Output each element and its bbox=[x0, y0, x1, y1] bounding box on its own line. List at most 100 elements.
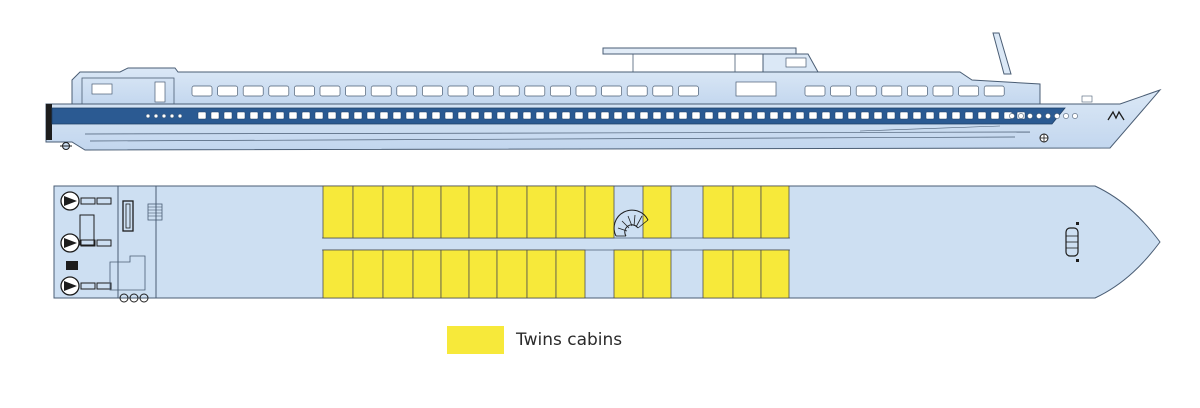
porthole bbox=[1072, 113, 1078, 119]
window bbox=[652, 85, 674, 97]
window bbox=[574, 111, 584, 120]
window bbox=[396, 85, 418, 97]
upper-deck-windows bbox=[191, 85, 1005, 97]
twin-cabin bbox=[412, 249, 442, 299]
window bbox=[678, 85, 699, 97]
engine-icon bbox=[60, 233, 112, 253]
twin-cabin bbox=[412, 185, 442, 239]
legend: Twins cabins bbox=[447, 326, 622, 354]
porthole bbox=[1054, 113, 1060, 119]
window bbox=[821, 111, 831, 120]
main-deck-windows bbox=[197, 111, 1026, 120]
window bbox=[626, 85, 648, 97]
porthole bbox=[177, 113, 183, 119]
window bbox=[217, 85, 238, 97]
window bbox=[197, 111, 207, 120]
bow-portholes bbox=[1009, 113, 1078, 119]
window bbox=[275, 111, 285, 120]
legend-label-twin: Twins cabins bbox=[516, 330, 623, 350]
window bbox=[925, 111, 935, 120]
twin-cabin bbox=[555, 249, 586, 299]
window bbox=[717, 111, 727, 120]
tank-circles bbox=[119, 293, 149, 303]
twin-cabin bbox=[613, 249, 644, 299]
engine-room bbox=[60, 191, 112, 296]
window bbox=[405, 111, 415, 120]
window bbox=[447, 85, 469, 97]
window bbox=[327, 111, 337, 120]
twin-cabin bbox=[322, 185, 354, 239]
window bbox=[834, 111, 844, 120]
window bbox=[652, 111, 662, 120]
window bbox=[873, 111, 883, 120]
porthole bbox=[153, 113, 159, 119]
twin-cabin bbox=[732, 185, 762, 239]
twin-cabin bbox=[760, 185, 790, 239]
engine-icon bbox=[60, 276, 112, 296]
twin-cabin bbox=[468, 185, 498, 239]
sun-deck-awning bbox=[602, 47, 797, 55]
twin-cabin bbox=[642, 249, 672, 299]
twin-cabin bbox=[526, 185, 557, 239]
porthole bbox=[1063, 113, 1069, 119]
window bbox=[496, 111, 506, 120]
window bbox=[912, 111, 922, 120]
porthole bbox=[1009, 113, 1015, 119]
window bbox=[932, 85, 954, 97]
window bbox=[210, 111, 220, 120]
window bbox=[899, 111, 909, 120]
window bbox=[345, 85, 366, 97]
anchor-mark-icon bbox=[1039, 133, 1049, 143]
window bbox=[808, 111, 818, 120]
window bbox=[418, 111, 428, 120]
window bbox=[509, 111, 519, 120]
window bbox=[366, 111, 376, 120]
window bbox=[524, 85, 546, 97]
window bbox=[600, 111, 610, 120]
legend-swatch-twin bbox=[447, 326, 504, 354]
window bbox=[907, 85, 928, 97]
window bbox=[262, 111, 272, 120]
twin-cabin bbox=[584, 185, 615, 239]
window bbox=[958, 85, 979, 97]
twin-cabin bbox=[468, 249, 498, 299]
porthole bbox=[145, 113, 151, 119]
window bbox=[379, 111, 389, 120]
window bbox=[691, 111, 701, 120]
window bbox=[340, 111, 350, 120]
twin-cabin bbox=[526, 249, 557, 299]
window bbox=[392, 111, 402, 120]
window bbox=[191, 85, 213, 97]
window bbox=[314, 111, 324, 120]
window bbox=[236, 111, 246, 120]
twin-cabins bbox=[322, 185, 790, 299]
propeller-icon bbox=[60, 142, 72, 150]
window bbox=[964, 111, 974, 120]
twin-cabin bbox=[642, 185, 672, 239]
window bbox=[587, 111, 597, 120]
porthole bbox=[1018, 113, 1024, 119]
deck-plan bbox=[53, 185, 1161, 303]
window bbox=[613, 111, 623, 120]
window bbox=[483, 111, 493, 120]
window bbox=[522, 111, 532, 120]
twin-cabin bbox=[322, 249, 354, 299]
ship-emblem-icon bbox=[1107, 110, 1125, 121]
window bbox=[990, 111, 1000, 120]
twin-cabin bbox=[382, 249, 414, 299]
twin-cabin bbox=[440, 185, 470, 239]
window bbox=[223, 111, 233, 120]
engine-icon bbox=[60, 191, 112, 211]
porthole bbox=[169, 113, 175, 119]
window bbox=[938, 111, 948, 120]
window bbox=[665, 111, 675, 120]
porthole bbox=[1036, 113, 1042, 119]
window bbox=[550, 85, 571, 97]
window bbox=[444, 111, 454, 120]
window bbox=[769, 111, 779, 120]
window bbox=[704, 111, 714, 120]
window bbox=[730, 111, 740, 120]
spiral-staircase-icon bbox=[613, 209, 649, 237]
window bbox=[639, 111, 649, 120]
mast bbox=[992, 32, 1012, 75]
